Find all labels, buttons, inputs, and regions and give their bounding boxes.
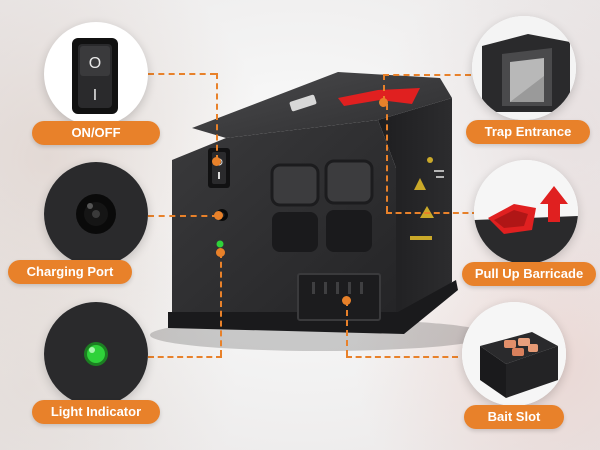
power-switch-icon: O I	[72, 38, 118, 114]
connector-trap-entrance-v	[383, 74, 385, 102]
connector-on-off-v	[216, 73, 218, 161]
light-indicator-detail-circle	[44, 302, 148, 406]
connector-charging-port	[148, 215, 218, 217]
bait-slot-icon	[462, 302, 566, 406]
charging-port-icon	[44, 162, 148, 266]
trap-entrance-detail-circle	[472, 16, 576, 120]
charging-port-label: Charging Port	[8, 260, 132, 284]
connector-barricade-h	[386, 212, 478, 214]
charging-port-detail-circle	[44, 162, 148, 266]
barricade-up-arrow-icon	[474, 160, 578, 264]
connector-charging-port-dot	[214, 211, 223, 220]
connector-light-v	[220, 252, 222, 356]
connector-light-h	[148, 356, 222, 358]
trap-entrance-icon	[472, 16, 576, 120]
svg-text:O: O	[89, 55, 101, 72]
trap-entrance-label: Trap Entrance	[466, 120, 590, 144]
connector-light-dot	[216, 248, 225, 257]
connector-on-off-h	[148, 73, 216, 75]
svg-text:I: I	[93, 87, 97, 104]
bait-slot-label: Bait Slot	[464, 405, 564, 429]
pull-up-barricade-label: Pull Up Barricade	[462, 262, 596, 286]
on-off-detail-circle: O I	[44, 22, 148, 126]
connector-trap-entrance-h	[383, 74, 471, 76]
pull-up-barricade-detail-circle	[474, 160, 578, 264]
barricade-device	[338, 88, 420, 106]
connector-bait-slot-v	[346, 300, 348, 356]
led-indicator-icon	[44, 302, 148, 406]
connector-barricade-v	[386, 104, 388, 212]
on-off-label: ON/OFF	[32, 121, 160, 145]
connector-on-off-dot	[212, 157, 221, 166]
connector-bait-slot-dot	[342, 296, 351, 305]
light-indicator-label: Light Indicator	[32, 400, 160, 424]
bait-slot-detail-circle	[462, 302, 566, 406]
connector-trap-entrance-dot	[379, 98, 388, 107]
connector-bait-slot-h	[346, 356, 458, 358]
